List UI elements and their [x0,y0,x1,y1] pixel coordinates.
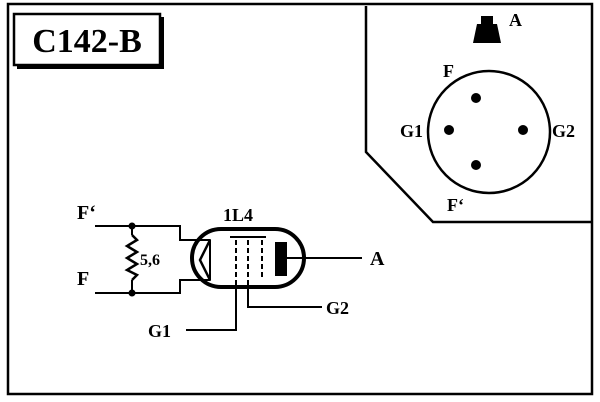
socket-pin-top-label: F [443,61,454,81]
outer-frame [6,2,594,396]
left-top-label: F‘ [77,202,96,224]
resistor-value: 5,6 [140,252,160,269]
socket-pin-g2 [518,125,528,135]
socket-pin-right-label: G2 [552,121,575,141]
junction-top [128,222,136,230]
anode-cap-icon [473,16,501,43]
socket-pin-left-label: G1 [400,121,423,141]
left-bottom-label: F [77,268,89,290]
code-label-box [12,12,162,67]
g1-lead [186,280,237,331]
socket-anode-label: A [509,10,522,30]
g2-label: G2 [326,298,349,318]
anode-label: A [370,248,385,270]
tube-type-label: 1L4 [223,205,253,225]
socket-pin-f [471,93,481,103]
code-label: C142-B [32,23,142,60]
socket-circle [426,69,552,195]
anode-plate [275,242,287,276]
socket-pin-f-prime [471,160,481,170]
socket-panel [364,6,592,224]
socket-pin-g1 [444,125,454,135]
g1-label: G1 [148,321,171,341]
g2-lead [247,280,322,308]
resistor-icon [124,234,140,281]
junction-bottom [128,289,136,297]
socket-pin-bottom-label: F‘ [447,195,464,215]
filament-icon [198,239,212,281]
